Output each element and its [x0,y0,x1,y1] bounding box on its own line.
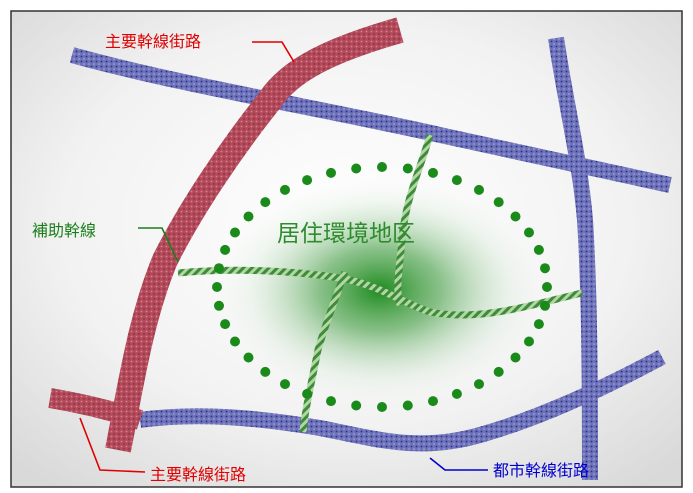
leader-line-main-bottom [79,417,146,473]
auxiliary-arterial-roads [177,134,583,433]
boundary-dot [402,163,413,174]
boundary-dot [493,197,504,208]
boundary-dot [260,197,271,208]
boundary-dot [326,396,336,407]
boundary-dot [510,211,521,222]
leader-line-auxiliary [138,227,179,263]
boundary-dot [214,300,224,311]
boundary-dot [220,244,231,255]
boundary-dot [302,388,313,399]
residential-district-boundary [212,162,552,412]
urban-arterial-road-right [548,36,598,481]
boundary-dot [212,282,222,292]
boundary-dot [402,400,413,411]
boundary-dot [214,263,224,274]
boundary-dot [451,388,462,399]
label-main-arterial-top: 主要幹線街路 [105,32,202,51]
main-arterial-road-diagonal [105,17,404,453]
boundary-dot [428,396,438,407]
label-main-arterial-bottom: 主要幹線街路 [150,465,247,484]
boundary-dot [533,319,544,330]
leader-line-main-top [252,41,295,63]
boundary-dot [540,300,550,311]
leader-lines [79,41,488,473]
boundary-dot [243,211,254,222]
boundary-dot [326,167,336,178]
boundary-dot [351,163,362,174]
boundary-dot [510,352,521,363]
boundary-dot [540,263,550,274]
boundary-dot [243,352,254,363]
boundary-dot [280,184,290,195]
boundary-dot [542,282,552,292]
boundary-dot [524,336,534,347]
boundary-dot [428,167,438,178]
boundary-dot [260,366,271,377]
main-arterial-road-bottom-left [48,388,144,430]
leader-line-urban [429,457,488,471]
boundary-dot [377,402,387,412]
boundary-dot [493,366,504,377]
urban-arterial-road-top [69,47,672,193]
boundary-dot [230,336,240,347]
district-title: 居住環境地区 [277,221,415,247]
label-urban-arterial: 都市幹線街路 [493,461,590,480]
boundary-dot [524,227,534,238]
boundary-dot [533,244,544,255]
auxiliary-road-horizontal [177,266,583,319]
label-auxiliary-arterial: 補助幹線 [32,221,97,240]
boundary-dot [280,379,290,390]
urban-arterial-road-bottom [138,349,666,452]
boundary-dot [351,400,362,411]
auxiliary-road-lower [299,270,349,433]
boundary-dot [451,175,462,186]
boundary-dot [474,379,484,390]
boundary-dot [474,184,484,195]
boundary-dot [302,175,313,186]
boundary-dot [230,227,240,238]
boundary-dot [377,162,387,172]
auxiliary-road-upper [394,134,434,307]
urban-arterial-roads [69,36,672,481]
boundary-dot [220,319,231,330]
main-arterial-roads [48,17,404,453]
